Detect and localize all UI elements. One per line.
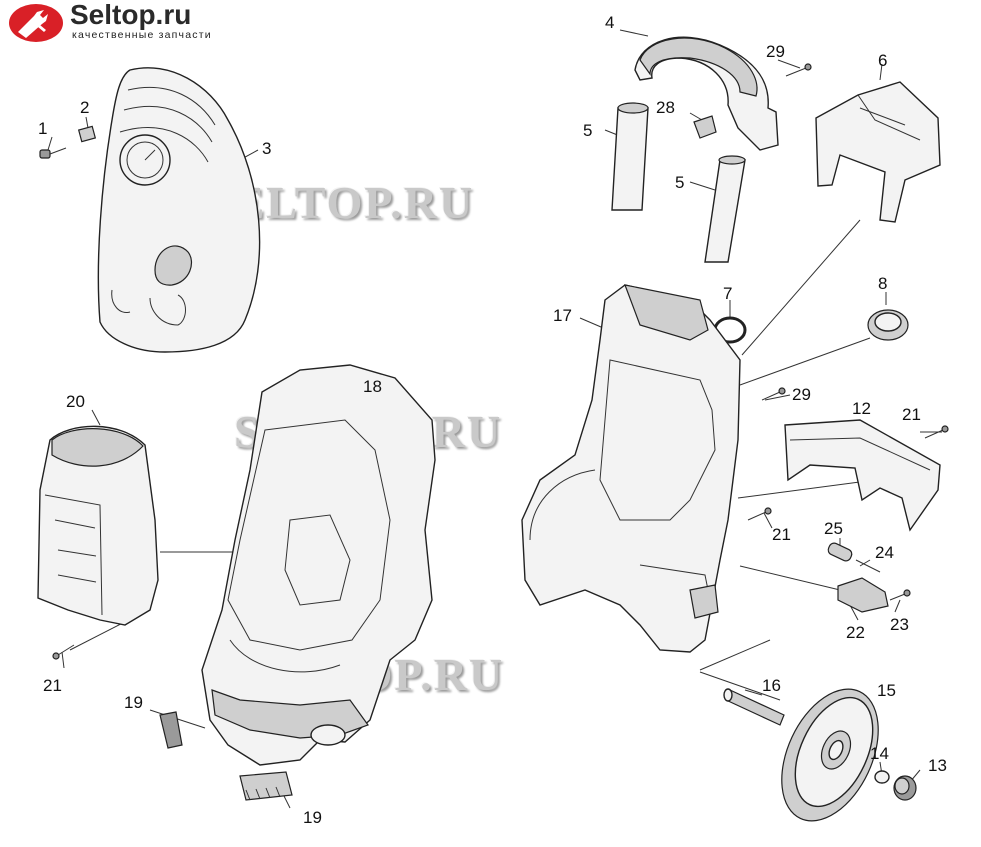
clip-part-28[interactable] bbox=[693, 115, 717, 139]
callout-8: 8 bbox=[878, 274, 887, 293]
callout-2: 2 bbox=[80, 98, 89, 117]
callout-16: 16 bbox=[762, 676, 781, 695]
callout-25: 25 bbox=[824, 519, 843, 538]
callout-29: 29 bbox=[792, 385, 811, 404]
axle-part-16[interactable] bbox=[723, 688, 785, 726]
screw-part-21[interactable] bbox=[924, 425, 949, 439]
callout-22: 22 bbox=[846, 623, 865, 642]
screw-part-29[interactable] bbox=[785, 63, 812, 77]
wheel-part-15[interactable] bbox=[762, 674, 897, 836]
callout-24: 24 bbox=[875, 543, 894, 562]
callout-15: 15 bbox=[877, 681, 896, 700]
pin-part-24[interactable] bbox=[855, 559, 881, 573]
callout-12: 12 bbox=[852, 399, 871, 418]
callout-19: 19 bbox=[124, 693, 143, 712]
site-logo[interactable]: Seltop.ru качественные запчасти bbox=[4, 0, 254, 46]
callout-28: 28 bbox=[656, 98, 675, 117]
front-cover-part-3[interactable] bbox=[97, 67, 261, 353]
clip-part-2[interactable] bbox=[77, 125, 97, 143]
callout-21: 21 bbox=[43, 676, 62, 695]
callout-21: 21 bbox=[772, 525, 791, 544]
callout-29: 29 bbox=[766, 42, 785, 61]
callout-6: 6 bbox=[878, 51, 887, 70]
callout-3: 3 bbox=[262, 139, 271, 158]
brand-name: Seltop.ru bbox=[70, 0, 192, 30]
callout-5: 5 bbox=[583, 121, 592, 140]
callout-numbers: 1 2 3 4 5 5 6 7 8 12 13 14 15 16 17 18 1… bbox=[38, 13, 947, 827]
leader-lines bbox=[47, 29, 942, 809]
screw-part-29[interactable] bbox=[761, 387, 786, 401]
washer-part-14[interactable] bbox=[874, 770, 890, 784]
callout-4: 4 bbox=[605, 13, 614, 32]
latch-part-22[interactable] bbox=[837, 577, 889, 613]
screw-part-21[interactable] bbox=[747, 507, 772, 521]
handle-part-4[interactable] bbox=[634, 36, 779, 151]
callout-21: 21 bbox=[902, 405, 921, 424]
tube-part-5[interactable] bbox=[704, 155, 746, 263]
rear-housing-part-18[interactable] bbox=[201, 364, 436, 766]
callout-17: 17 bbox=[553, 306, 572, 325]
callout-23: 23 bbox=[890, 615, 909, 634]
frame-part-17[interactable] bbox=[521, 284, 741, 653]
callout-5: 5 bbox=[675, 173, 684, 192]
callout-14: 14 bbox=[870, 744, 889, 763]
screw-part-1[interactable] bbox=[39, 147, 67, 159]
hubcap-part-13[interactable] bbox=[893, 775, 917, 801]
bracket-part-12[interactable] bbox=[784, 419, 941, 532]
wrench-logo-icon bbox=[9, 4, 63, 42]
callout-1: 1 bbox=[38, 119, 47, 138]
foot-part-19[interactable] bbox=[239, 771, 293, 801]
hose-holder-part-6[interactable] bbox=[815, 81, 941, 223]
cap-part-8[interactable] bbox=[867, 309, 909, 341]
tube-part-5[interactable] bbox=[611, 102, 649, 211]
callout-18: 18 bbox=[363, 377, 382, 396]
brand-tagline: качественные запчасти bbox=[72, 29, 212, 41]
callout-20: 20 bbox=[66, 392, 85, 411]
callout-19: 19 bbox=[303, 808, 322, 827]
clip-part-19[interactable] bbox=[159, 711, 183, 749]
callout-7: 7 bbox=[723, 284, 732, 303]
screw-part-23[interactable] bbox=[889, 589, 911, 601]
screw-part-21[interactable] bbox=[52, 644, 75, 660]
callout-13: 13 bbox=[928, 756, 947, 775]
spring-part-25[interactable] bbox=[827, 541, 854, 562]
side-panel-part-20[interactable] bbox=[37, 425, 159, 626]
